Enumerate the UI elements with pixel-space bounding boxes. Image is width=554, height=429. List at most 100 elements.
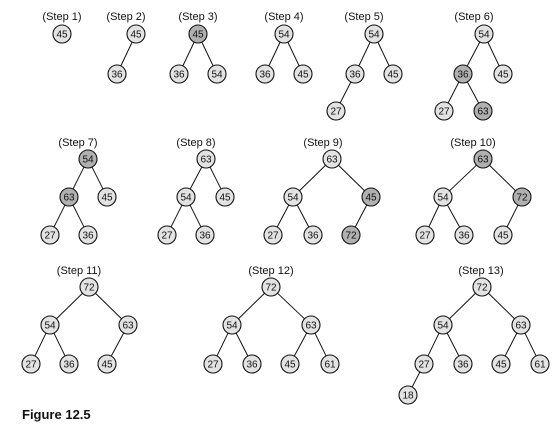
step-label: (Step 11) xyxy=(57,265,101,277)
node-circle xyxy=(176,187,196,207)
tree-node: 27 xyxy=(203,354,223,374)
tree-edge xyxy=(120,41,133,67)
tree-node: 72 xyxy=(512,187,532,207)
node-circle xyxy=(433,187,453,207)
tree-node: 63 xyxy=(59,187,79,207)
node-circle xyxy=(169,64,189,84)
step-label: (Step 13) xyxy=(458,265,503,277)
tree-node: 36 xyxy=(453,64,473,84)
node-value: 72 xyxy=(516,193,528,204)
tree-node: 27 xyxy=(21,354,41,374)
node-value: 54 xyxy=(437,193,449,204)
tree-node: 36 xyxy=(78,225,98,245)
tree-edge xyxy=(428,204,440,228)
tree-node: 72 xyxy=(261,277,281,297)
tree-node: 45 xyxy=(361,187,381,207)
tree-edge xyxy=(446,332,460,357)
node-value: 54 xyxy=(478,30,490,41)
node-circle xyxy=(59,187,79,207)
node-value: 45 xyxy=(495,360,507,371)
tree-edge xyxy=(449,292,476,320)
tree-node: 61 xyxy=(320,354,340,374)
tree-node: 45 xyxy=(491,354,511,374)
node-circle xyxy=(433,315,453,335)
tree-edge xyxy=(466,81,480,104)
node-value: 72 xyxy=(345,231,357,242)
tree-node: 54 xyxy=(207,64,227,84)
step-label: (Step 10) xyxy=(450,137,495,149)
tree-edge xyxy=(299,164,326,192)
tree-edge xyxy=(201,41,214,67)
node-value: 36 xyxy=(63,360,75,371)
node-value: 36 xyxy=(259,70,271,81)
tree-node: 27 xyxy=(414,354,434,374)
node-value: 45 xyxy=(56,30,68,41)
tree-node: 54 xyxy=(176,187,196,207)
tree-node: 45 xyxy=(126,24,146,44)
node-value: 63 xyxy=(305,321,317,332)
tree-node: 36 xyxy=(453,354,473,374)
node-circle xyxy=(454,225,474,245)
step-label: (Step 7) xyxy=(58,137,97,149)
node-value: 54 xyxy=(368,30,380,41)
tree-node: 45 xyxy=(493,64,513,84)
tree-node: 36 xyxy=(59,354,79,374)
node-value: 63 xyxy=(326,155,338,166)
node-value: 45 xyxy=(497,231,509,242)
step-label: (Step 6) xyxy=(454,11,493,23)
node-circle xyxy=(21,354,41,374)
tree-edge xyxy=(95,292,122,320)
tree-edge xyxy=(524,332,537,357)
tree-node: 27 xyxy=(263,225,283,245)
node-value: 63 xyxy=(63,193,75,204)
node-circle xyxy=(326,101,346,121)
node-circle xyxy=(40,225,60,245)
node-value: 72 xyxy=(265,283,277,294)
tree-edge xyxy=(72,166,85,190)
node-value: 36 xyxy=(307,231,319,242)
node-value: 27 xyxy=(161,231,173,242)
node-circle xyxy=(40,315,60,335)
node-value: 54 xyxy=(226,321,238,332)
node-value: 45 xyxy=(192,30,204,41)
node-circle xyxy=(493,64,513,84)
node-circle xyxy=(345,64,365,84)
node-circle xyxy=(320,354,340,374)
heap-step-1: (Step 1)45 xyxy=(42,11,82,44)
node-circle xyxy=(207,64,227,84)
node-value: 54 xyxy=(278,30,290,41)
tree-edge xyxy=(314,332,327,357)
tree-node: 45 xyxy=(215,187,235,207)
node-circle xyxy=(78,149,98,169)
tree-node: 36 xyxy=(303,225,323,245)
node-circle xyxy=(322,149,342,169)
node-value: 61 xyxy=(534,360,546,371)
node-value: 36 xyxy=(199,231,211,242)
tree-edge xyxy=(268,41,281,67)
node-circle xyxy=(364,24,384,44)
node-value: 36 xyxy=(349,70,361,81)
node-circle xyxy=(255,64,275,84)
node-value: 45 xyxy=(219,193,231,204)
tree-node: 27 xyxy=(40,225,60,245)
node-circle xyxy=(280,354,300,374)
node-circle xyxy=(263,225,283,245)
tree-node: 18 xyxy=(398,385,418,405)
step-label: (Step 3) xyxy=(178,11,217,23)
tree-edge xyxy=(91,166,104,190)
node-value: 36 xyxy=(246,360,258,371)
node-circle xyxy=(453,354,473,374)
node-circle xyxy=(118,315,138,335)
node-value: 36 xyxy=(457,70,469,81)
node-circle xyxy=(415,225,435,245)
tree-node: 63 xyxy=(473,101,493,121)
tree-edge xyxy=(427,332,440,357)
node-value: 54 xyxy=(211,70,223,81)
node-value: 27 xyxy=(419,231,431,242)
